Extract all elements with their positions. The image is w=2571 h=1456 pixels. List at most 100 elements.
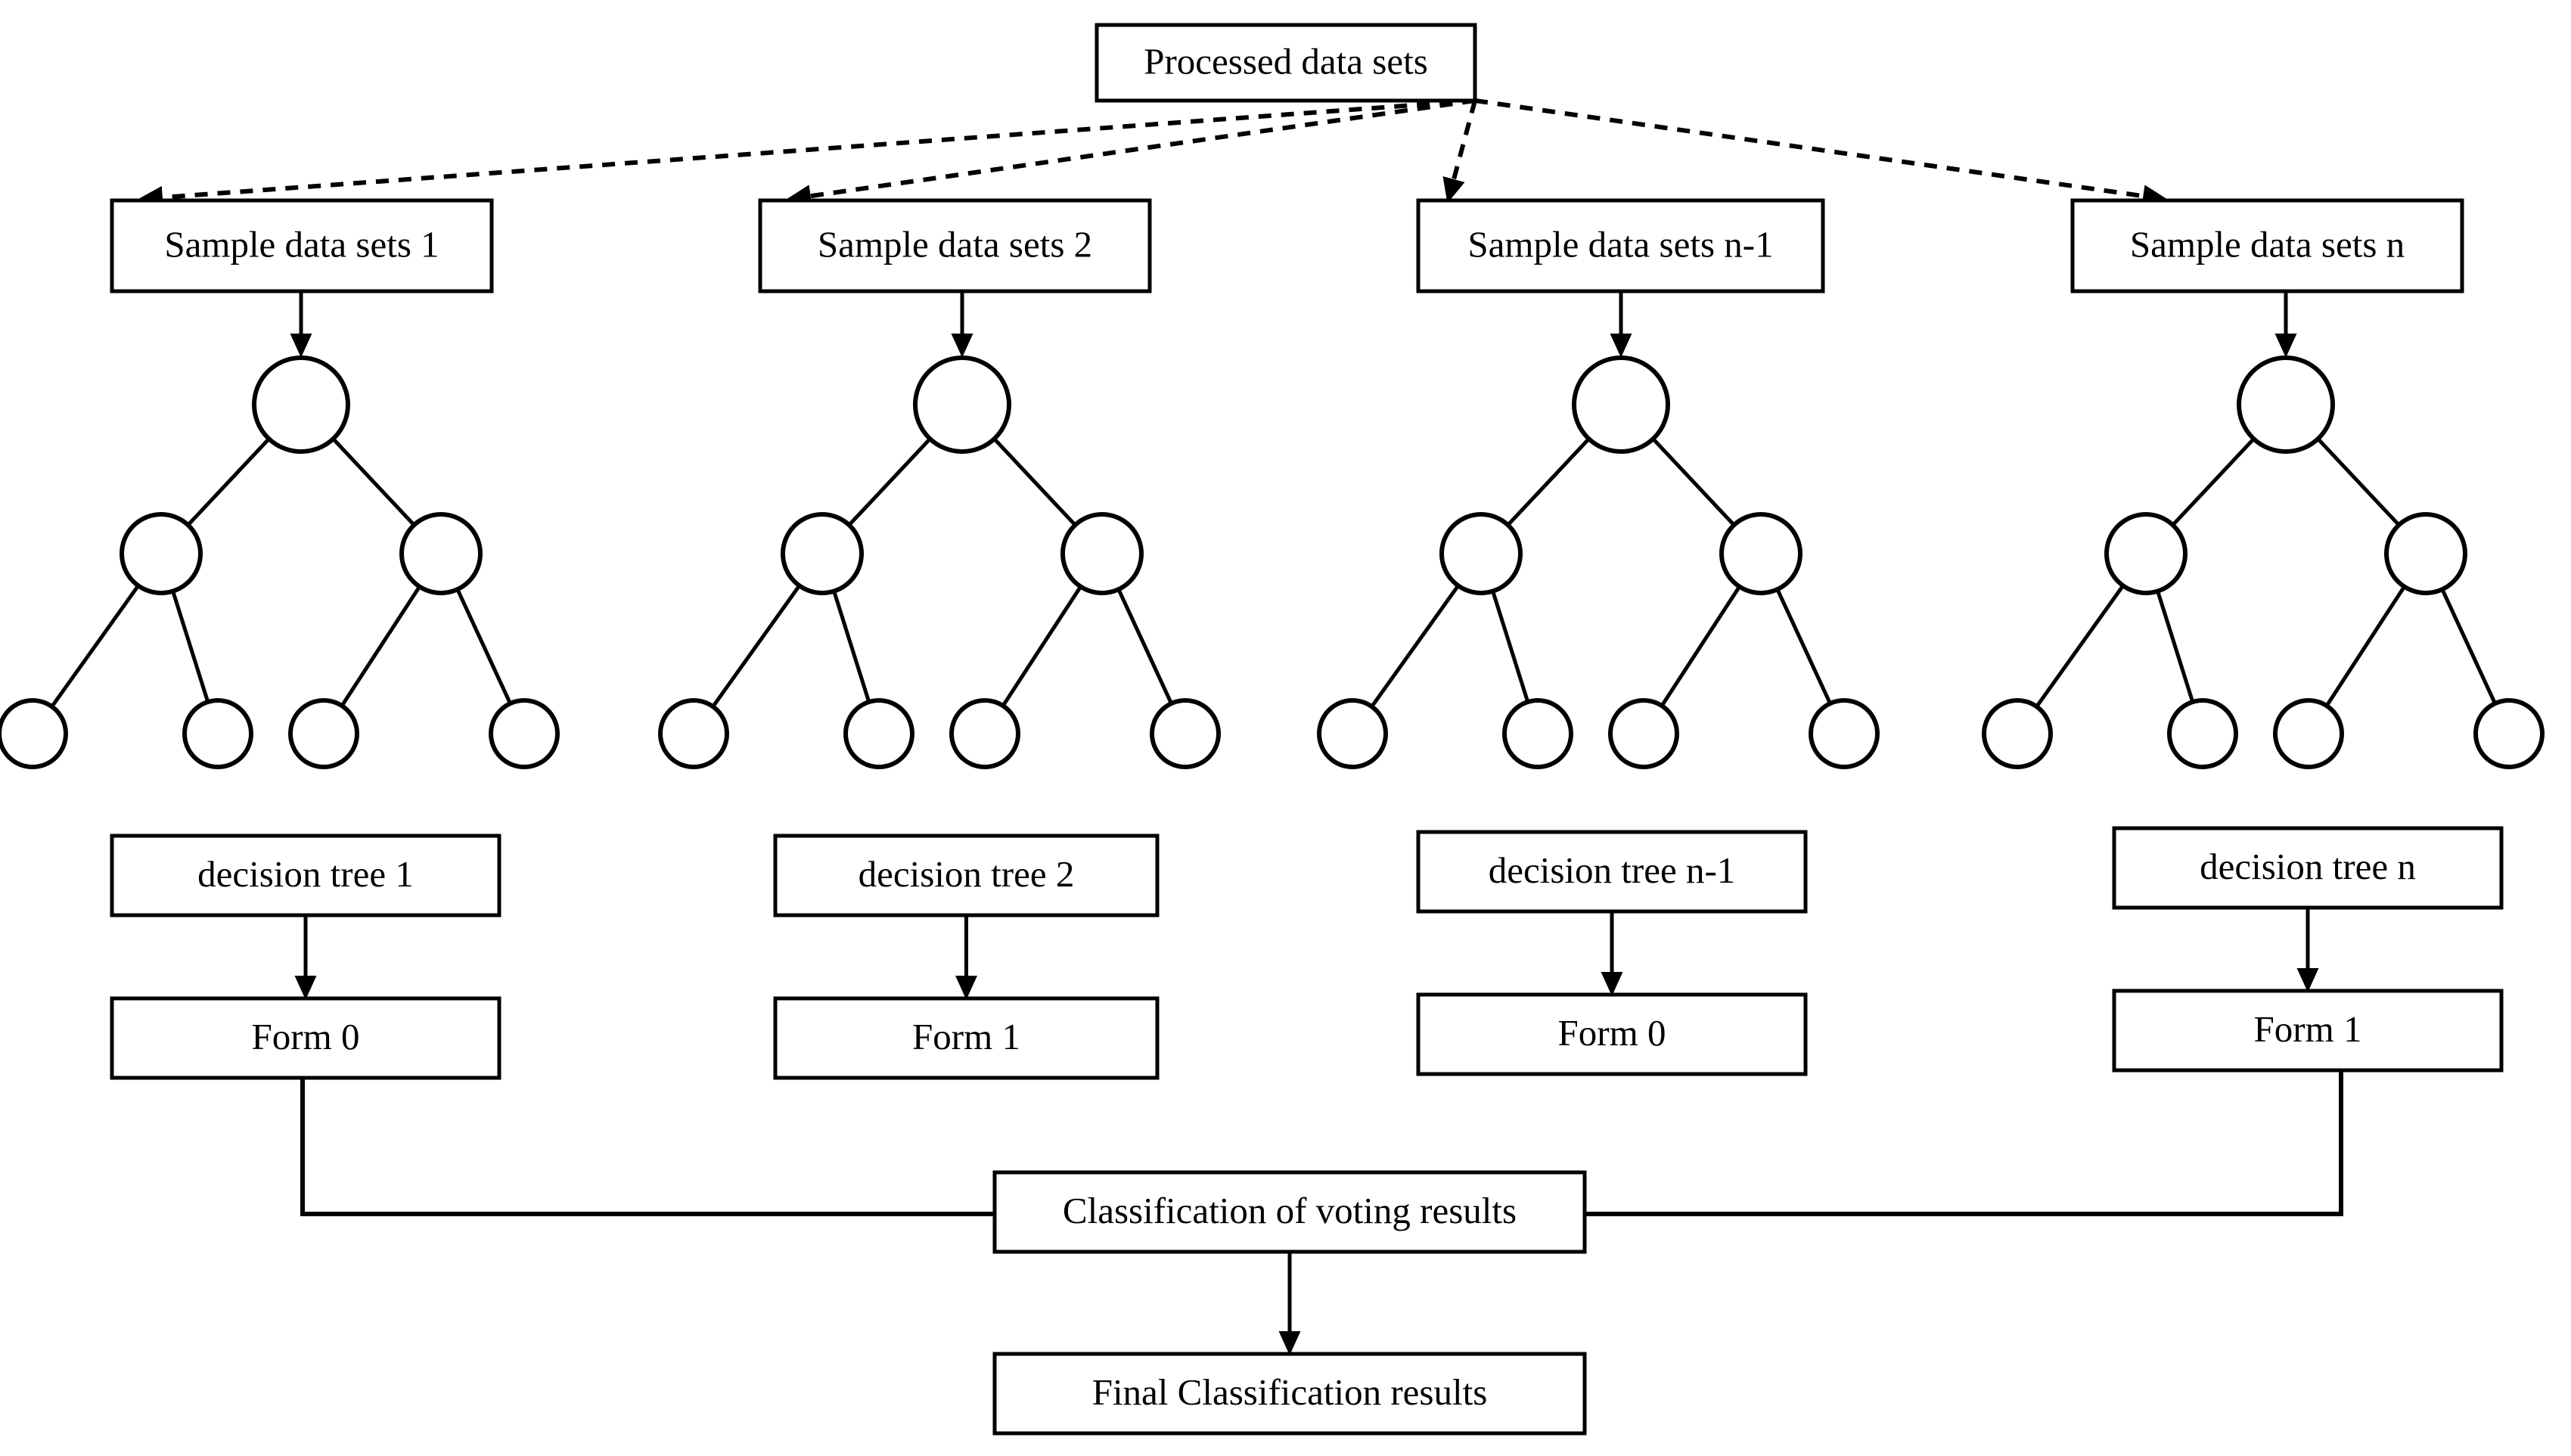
form-box-1-rect (110, 996, 501, 1080)
tree-node-leaf-2 (2167, 698, 2238, 769)
tree-link-mid-leaf-1 (50, 584, 140, 708)
tree-node-leaf-3 (288, 698, 359, 769)
form-box-4-label: Form 1 (2254, 1008, 2362, 1050)
tree-node-root (252, 355, 350, 454)
decision-tree-box-3-label: decision tree n-1 (1489, 849, 1736, 891)
voting-route-group (300, 1070, 2343, 1216)
tree-link-mid-leaf-2 (2156, 590, 2195, 703)
tree-node-leaf-3 (2273, 698, 2344, 769)
classification-voting-results-box[interactable]: Classification of voting results (992, 1170, 1587, 1254)
decision-tree-box-2-label: decision tree 2 (859, 853, 1075, 895)
form-box-2-rect (773, 996, 1160, 1080)
tree-node-root (1572, 355, 1670, 454)
classification-voting-results-box-rect (992, 1170, 1587, 1254)
decision-tree-graph-3 (1317, 355, 1880, 769)
tree-link-root-mid-1 (2171, 437, 2256, 526)
tree-node-mid-2 (2384, 512, 2467, 595)
tree-node-leaf-1 (0, 698, 68, 769)
tree-node-mid-2 (399, 512, 483, 595)
tree-node-root (2237, 355, 2335, 454)
tree-node-leaf-3 (1608, 698, 1679, 769)
form-box-3[interactable]: Form 0 (1416, 992, 1808, 1076)
tree-node-leaf-1 (1317, 698, 1388, 769)
tree-link-mid-leaf-4 (1775, 588, 1832, 705)
decision-tree-box-1[interactable]: decision tree 1 (110, 834, 501, 917)
decision-tree-box-1-rect (110, 834, 501, 917)
decision-tree-graph-4 (1982, 355, 2545, 769)
tree-link-root-mid-1 (186, 437, 271, 526)
sample-data-sets-box-1-label: Sample data sets 1 (164, 223, 439, 265)
processed-data-sets-box[interactable]: Processed data sets (1095, 23, 1477, 103)
decision-tree-box-1-label: decision tree 1 (197, 853, 414, 895)
decision-tree-graph-1 (0, 355, 560, 769)
decision-tree-box-2[interactable]: decision tree 2 (773, 834, 1160, 917)
tree-link-root-mid-2 (992, 437, 1077, 526)
form-box-1-label: Form 0 (252, 1016, 360, 1057)
decision-tree-box-3-rect (1416, 830, 1808, 914)
processed-data-sets-box-rect (1095, 23, 1477, 103)
tree-link-root-mid-2 (1651, 437, 1736, 526)
dashed-arrow-to-sample-4 (1474, 98, 2168, 208)
classification-voting-results-box-label: Classification of voting results (1063, 1190, 1517, 1231)
dashed-edge-group (138, 98, 2168, 209)
tree-link-mid-leaf-2 (171, 590, 210, 703)
sample-data-sets-box-3-label: Sample data sets n-1 (1467, 223, 1773, 265)
tree-link-mid-leaf-3 (1001, 585, 1082, 707)
tree-node-mid-1 (781, 512, 864, 595)
tree-link-mid-leaf-4 (1116, 588, 1173, 705)
tree-link-root-mid-1 (847, 437, 932, 526)
sample-data-sets-box-4[interactable]: Sample data sets n (2070, 198, 2464, 293)
solid-edge-group (290, 291, 2319, 1355)
tree-node-mid-1 (120, 512, 203, 595)
final-classification-results-box-rect (992, 1352, 1587, 1436)
tree-node-leaf-4 (2473, 698, 2545, 769)
sample-data-sets-box-3-rect (1416, 198, 1825, 293)
decision-tree-box-2-rect (773, 834, 1160, 917)
final-classification-results-box[interactable]: Final Classification results (992, 1352, 1587, 1436)
tree-node-leaf-2 (843, 698, 914, 769)
tree-node-leaf-1 (1982, 698, 2053, 769)
tree-link-mid-leaf-3 (2324, 585, 2406, 707)
route-form1-to-voting (300, 1078, 995, 1216)
tree-link-mid-leaf-3 (340, 585, 421, 707)
sample-data-sets-box-1[interactable]: Sample data sets 1 (110, 198, 494, 293)
tree-node-root (913, 355, 1011, 454)
tree-node-leaf-4 (1150, 698, 1221, 769)
tree-node-mid-1 (1439, 512, 1523, 595)
dashed-arrow-to-sample-2 (786, 98, 1476, 208)
tree-node-leaf-4 (489, 698, 560, 769)
form-box-2[interactable]: Form 1 (773, 996, 1160, 1080)
sample-data-sets-box-3[interactable]: Sample data sets n-1 (1416, 198, 1825, 293)
tree-node-mid-2 (1060, 512, 1144, 595)
tree-link-mid-leaf-3 (1660, 585, 1741, 707)
form-box-4[interactable]: Form 1 (2112, 989, 2504, 1073)
form-box-2-label: Form 1 (912, 1016, 1020, 1057)
tree-link-mid-leaf-1 (711, 584, 801, 708)
decision-tree-box-4-label: decision tree n (2200, 846, 2416, 887)
sample-data-sets-box-2-label: Sample data sets 2 (818, 223, 1092, 265)
tree-node-leaf-2 (182, 698, 253, 769)
tree-link-mid-leaf-1 (1370, 584, 1460, 708)
processed-data-sets-box-label: Processed data sets (1144, 40, 1428, 82)
tree-node-leaf-1 (658, 698, 729, 769)
decision-tree-group (0, 355, 2545, 769)
tree-node-leaf-2 (1502, 698, 1573, 769)
form-box-4-rect (2112, 989, 2504, 1073)
tree-link-root-mid-2 (2316, 437, 2401, 526)
tree-link-root-mid-2 (331, 437, 416, 526)
sample-data-sets-box-2-rect (758, 198, 1152, 293)
form-box-1[interactable]: Form 0 (110, 996, 501, 1080)
sample-data-sets-box-1-rect (110, 198, 494, 293)
tree-link-mid-leaf-4 (2440, 588, 2497, 705)
sample-data-sets-box-2[interactable]: Sample data sets 2 (758, 198, 1152, 293)
final-classification-results-box-label: Final Classification results (1092, 1371, 1488, 1413)
tree-link-mid-leaf-2 (832, 590, 871, 703)
tree-link-root-mid-1 (1506, 437, 1591, 526)
form-box-3-label: Form 0 (1558, 1012, 1666, 1054)
dashed-arrow-to-sample-1 (138, 98, 1476, 209)
tree-link-mid-leaf-2 (1491, 590, 1530, 703)
decision-tree-box-4[interactable]: decision tree n (2112, 826, 2504, 910)
decision-tree-box-3[interactable]: decision tree n-1 (1416, 830, 1808, 914)
